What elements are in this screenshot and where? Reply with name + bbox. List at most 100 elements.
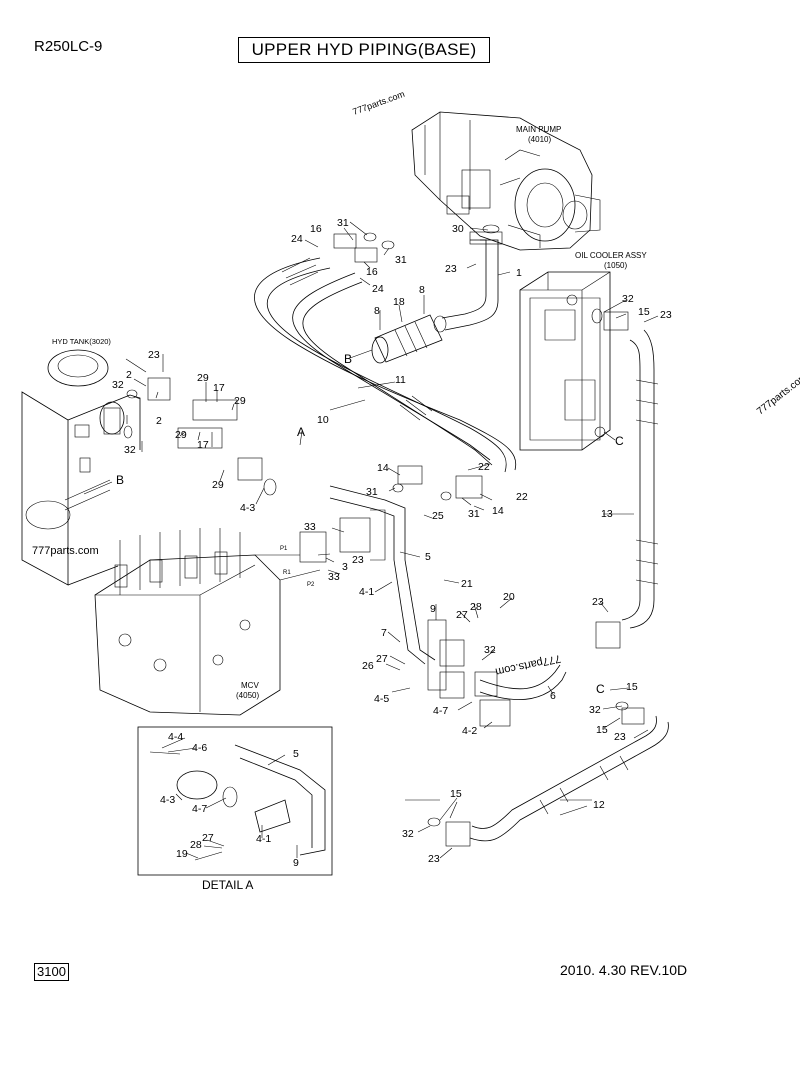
callout-31: 31 (337, 217, 349, 229)
callout-23: 23 (352, 554, 364, 566)
revision-date: 2010. 4.30 REV.10D (560, 962, 688, 978)
callout-32: 32 (589, 704, 601, 716)
mcv-drawing: MCV (4050) (94, 528, 321, 716)
callout-15: 15 (596, 724, 608, 736)
callout-23: 23 (428, 853, 440, 865)
callout-31: 31 (395, 254, 407, 266)
callout-23: 23 (592, 596, 604, 608)
hyd-tank-drawing: HYD TANK(3020) (21, 337, 141, 586)
callout-28: 28 (470, 601, 482, 613)
watermarks: 777parts.com 777parts.com 777parts.com 7… (32, 89, 800, 678)
main-pump-code: (4010) (528, 135, 551, 144)
callout-10: 10 (317, 414, 329, 426)
callout-14: 14 (492, 505, 504, 517)
callout-20: 20 (503, 591, 515, 603)
callout-6: 6 (550, 690, 556, 702)
callout-3: 3 (342, 561, 348, 573)
callout-14: 14 (377, 462, 389, 474)
detail-callout-5: 5 (293, 748, 299, 760)
callout-9: 9 (430, 603, 436, 615)
callout-17: 17 (197, 439, 209, 451)
detail-a-label: DETAIL A (202, 878, 253, 892)
callout-a: A (297, 425, 305, 439)
callout-23: 23 (614, 731, 626, 743)
port-r1: R1 (283, 570, 291, 576)
callout-30: 30 (452, 223, 464, 235)
callout-17: 17 (213, 382, 225, 394)
page-number: 3100 (34, 963, 69, 981)
callout-15: 15 (626, 681, 638, 693)
callout-26: 26 (362, 660, 374, 672)
callout-23: 23 (445, 263, 457, 275)
detail-a-box: DETAIL A (137, 726, 333, 892)
callout-15: 15 (450, 788, 462, 800)
callout-24: 24 (372, 283, 384, 295)
callout-13: 13 (601, 508, 613, 520)
callout-31: 31 (468, 508, 480, 520)
callout-4-7: 4-7 (433, 705, 448, 717)
callout-c: C (596, 682, 605, 696)
pipes-center (299, 485, 567, 727)
callout-32: 32 (112, 379, 124, 391)
callout-33: 33 (328, 571, 340, 583)
callout-29: 29 (212, 479, 224, 491)
detail-callout-4-3: 4-3 (160, 794, 175, 806)
callout-27: 27 (456, 609, 468, 621)
callout-c: C (615, 434, 624, 448)
main-pump-drawing: MAIN PUMP (4010) (411, 111, 601, 251)
port-p2: P2 (307, 582, 315, 588)
callout-b: B (344, 352, 352, 366)
callout-1: 1 (516, 267, 522, 279)
callout-22: 22 (478, 461, 490, 473)
hose-8-18 (371, 314, 443, 364)
callout-7: 7 (381, 627, 387, 639)
callout-numbers: 31 16 24 30 23 1 31 16 24 8 18 8 B 32 15… (112, 217, 672, 869)
oil-cooler-label: OIL COOLER ASSY (575, 251, 647, 260)
mcv-label: MCV (241, 681, 259, 690)
detail-callout-4-6: 4-6 (192, 742, 207, 754)
callout-24: 24 (291, 233, 303, 245)
oil-cooler-code: (1050) (604, 261, 627, 270)
callout-4-1: 4-1 (359, 586, 374, 598)
detail-callout-4-4: 4-4 (168, 731, 183, 743)
callout-27: 27 (376, 653, 388, 665)
callout-29: 29 (197, 372, 209, 384)
watermark: 777parts.com (351, 89, 406, 117)
detail-callout-27: 27 (202, 832, 214, 844)
callout-23: 23 (660, 309, 672, 321)
detail-callout-19: 19 (176, 848, 188, 860)
callout-4-2: 4-2 (462, 725, 477, 737)
callout-2: 2 (156, 415, 162, 427)
callout-8: 8 (374, 305, 380, 317)
callout-23: 23 (148, 349, 160, 361)
detail-callout-4-7: 4-7 (192, 803, 207, 815)
callout-33: 33 (304, 521, 316, 533)
model-number: R250LC-9 (34, 38, 103, 55)
callout-b: B (116, 473, 124, 487)
callout-8: 8 (419, 284, 425, 296)
callout-32: 32 (402, 828, 414, 840)
fittings (103, 224, 645, 847)
mcv-code: (4050) (236, 691, 259, 700)
callout-32: 32 (124, 444, 136, 456)
detail-callout-28: 28 (190, 839, 202, 851)
detail-callout-9: 9 (293, 857, 299, 869)
watermark: 777parts.com (755, 371, 800, 417)
oil-cooler-drawing: OIL COOLER ASSY (1050) (519, 251, 647, 451)
detail-callout-4-1: 4-1 (256, 833, 271, 845)
callout-4-5: 4-5 (374, 693, 389, 705)
callout-22: 22 (516, 491, 528, 503)
watermark: 777parts.com (32, 545, 99, 557)
port-p1: P1 (280, 546, 288, 552)
hose-13 (621, 329, 659, 629)
callout-16: 16 (310, 223, 322, 235)
callout-5: 5 (425, 551, 431, 563)
watermark: 777parts.com (494, 652, 562, 678)
callout-15: 15 (638, 306, 650, 318)
hyd-tank-label: HYD TANK(3020) (52, 337, 111, 346)
callout-25: 25 (432, 510, 444, 522)
leader-lines (83, 221, 659, 859)
callout-2: 2 (126, 369, 132, 381)
callout-18: 18 (393, 296, 405, 308)
